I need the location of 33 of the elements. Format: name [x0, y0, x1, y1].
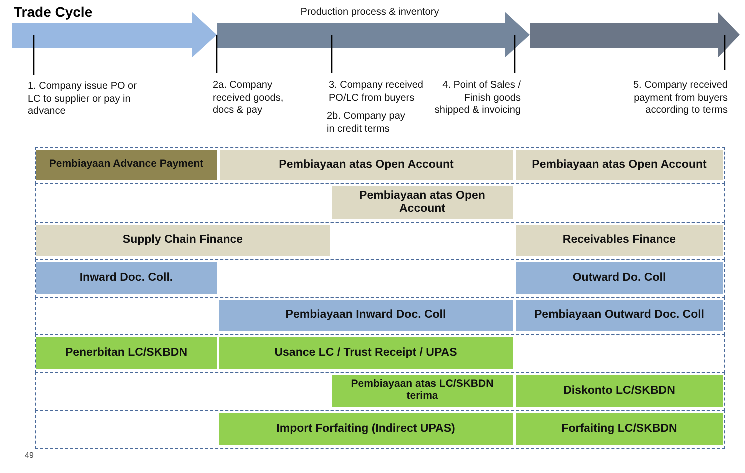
- phase-label: Production process & inventory: [300, 7, 440, 20]
- finance-product-box: Pembiayaan Advance Payment: [36, 150, 217, 180]
- finance-product-box: Penerbitan LC/SKBDN: [36, 337, 217, 369]
- row-band: [35, 410, 725, 449]
- step-label: 5. Company received payment from buyers according to terms: [632, 80, 728, 118]
- row-band: [35, 222, 725, 260]
- finance-product-box: Pembiayaan atas Open Account: [516, 150, 723, 180]
- finance-product-box: Import Forfaiting (Indirect UPAS): [219, 413, 513, 445]
- row-band: [35, 183, 725, 223]
- finance-product-box: Pembiayaan atas Open Account: [220, 150, 513, 180]
- finance-product-box: Outward Do. Coll: [516, 262, 723, 294]
- page-number: 49: [25, 451, 35, 461]
- finance-product-box: Supply Chain Finance: [36, 225, 330, 256]
- finance-product-box: Inward Doc. Coll.: [36, 262, 217, 294]
- step-label: 3. Company received PO/LC from buyers: [329, 80, 424, 105]
- finance-product-box: Forfaiting LC/SKBDN: [516, 413, 723, 445]
- step-label: 2a. Company received goods, docs & pay: [213, 80, 285, 118]
- finance-product-box: Receivables Finance: [516, 225, 723, 256]
- title: Trade Cycle: [14, 4, 93, 20]
- finance-product-box: Pembiayaan atas LC/SKBDN terima: [332, 375, 513, 407]
- finance-product-box: Pembiayaan Outward Doc. Coll: [516, 300, 723, 331]
- finance-product-box: Diskonto LC/SKBDN: [516, 375, 723, 407]
- row-band: [35, 259, 725, 298]
- finance-product-box: Pembiayaan atas Open Account: [332, 186, 513, 219]
- finance-product-box: Usance LC / Trust Receipt / UPAS: [219, 337, 513, 369]
- step-label: 1. Company issue PO or LC to supplier or pay in advance: [28, 81, 138, 118]
- finance-product-box: Pembiayaan Inward Doc. Coll: [219, 300, 513, 331]
- row-band: [35, 334, 725, 373]
- row-band: [35, 147, 725, 184]
- row-band: [35, 297, 725, 335]
- step-label: 4. Point of Sales / Finish goods shipped & invoicing: [434, 80, 521, 118]
- step-label: 2b. Company pay in credit terms: [327, 111, 406, 136]
- row-band: [35, 372, 725, 411]
